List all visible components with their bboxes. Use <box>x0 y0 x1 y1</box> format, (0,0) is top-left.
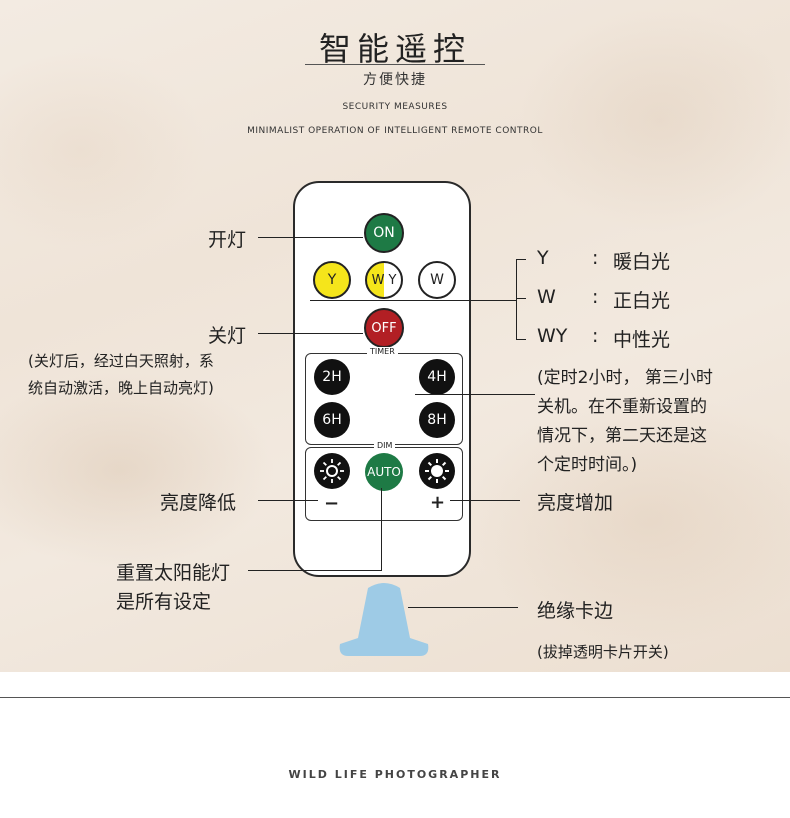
color-bracket-y <box>516 259 526 260</box>
label-y-desc: 暖白光 <box>613 247 670 274</box>
timer-4h-button[interactable]: 4H <box>419 359 455 395</box>
section-divider <box>0 697 790 698</box>
label-dim-down: 亮度降低 <box>160 488 236 515</box>
timer-6h-button[interactable]: 6H <box>314 402 350 438</box>
on-connector-line <box>258 237 363 238</box>
dim-up-connector-line <box>450 500 520 501</box>
label-w-desc: 正白光 <box>613 286 670 313</box>
page-subtitle: 方便快捷 <box>0 69 790 89</box>
label-wy-desc: 中性光 <box>613 325 670 352</box>
timer-8h-label: 8H <box>427 412 446 428</box>
cool-white-button[interactable]: W <box>418 261 456 299</box>
english-subtitle-1: SECURITY MEASURES <box>0 102 790 112</box>
on-button-label: ON <box>373 225 395 241</box>
reset-connector-vertical <box>381 488 382 570</box>
dim-up-button[interactable] <box>419 453 455 489</box>
timer-4h-label: 4H <box>427 369 446 385</box>
timer-note-line-1: (定时2小时， 第三小时 <box>537 363 713 388</box>
color-bracket-wy <box>516 339 526 340</box>
label-y-colon: : <box>592 247 598 269</box>
warm-white-label: Y <box>328 272 337 288</box>
tab-note: (拔掉透明卡片开关) <box>537 641 669 662</box>
off-connector-line <box>258 333 363 334</box>
label-reset-1: 重置太阳能灯 <box>116 558 230 585</box>
timer-note-line-4: 个定时时间。) <box>537 450 637 475</box>
timer-note-line-2: 关机。在不重新设置的 <box>537 392 707 417</box>
dim-label: DIM <box>374 441 395 450</box>
minus-sign: − <box>324 493 339 514</box>
english-subtitle-2: MINIMALIST OPERATION OF INTELLIGENT REMO… <box>0 126 790 136</box>
neutral-white-y-label: Y <box>388 273 396 288</box>
footer-text: WILD LIFE PHOTOGRAPHER <box>0 768 790 781</box>
title-underline <box>305 64 485 65</box>
on-button[interactable]: ON <box>364 213 404 253</box>
label-wy-colon: : <box>592 325 598 347</box>
sun-filled-icon <box>423 457 451 485</box>
cool-white-label: W <box>430 272 444 288</box>
label-off: 关灯 <box>208 321 246 348</box>
label-dim-up: 亮度增加 <box>537 488 613 515</box>
label-y-key: Y <box>537 247 549 269</box>
label-reset-2: 是所有设定 <box>116 587 211 614</box>
neutral-white-button[interactable]: W Y <box>365 261 403 299</box>
timer-2h-label: 2H <box>322 369 341 385</box>
timer-note-line-3: 情况下，第二天还是这 <box>537 421 707 446</box>
timer-label: TIMER <box>367 347 398 356</box>
neutral-white-w-label: W <box>372 273 385 288</box>
dim-down-connector-line <box>258 500 318 501</box>
tab-connector-line <box>408 607 518 608</box>
off-note-line-2: 统自动激活，晚上自动亮灯) <box>28 377 214 398</box>
color-bracket-w <box>516 298 526 299</box>
label-tab: 绝缘卡边 <box>537 596 613 623</box>
off-note-line-1: (关灯后，经过白天照射，系 <box>28 350 214 371</box>
reset-connector-horizontal <box>248 570 382 571</box>
remote-control: ON Y W Y W OFF TIMER 2H 4H 6H 8H DIM <box>293 181 471 577</box>
dim-down-button[interactable] <box>314 453 350 489</box>
label-w-key: W <box>537 286 556 308</box>
plus-sign: + <box>430 492 445 513</box>
color-bracket-vertical <box>516 259 517 340</box>
off-button-label: OFF <box>371 321 396 336</box>
label-w-colon: : <box>592 286 598 308</box>
timer-6h-label: 6H <box>322 412 341 428</box>
warm-white-button[interactable]: Y <box>313 261 351 299</box>
off-button[interactable]: OFF <box>364 308 404 348</box>
auto-button-label: AUTO <box>367 465 401 479</box>
timer-2h-button[interactable]: 2H <box>314 359 350 395</box>
sun-outline-icon <box>318 457 346 485</box>
label-on: 开灯 <box>208 225 246 252</box>
insulation-tab <box>338 582 430 658</box>
color-connector-line <box>310 300 516 301</box>
timer-connector-line <box>415 394 535 395</box>
auto-button[interactable]: AUTO <box>365 453 403 491</box>
timer-8h-button[interactable]: 8H <box>419 402 455 438</box>
label-wy-key: WY <box>537 325 567 347</box>
